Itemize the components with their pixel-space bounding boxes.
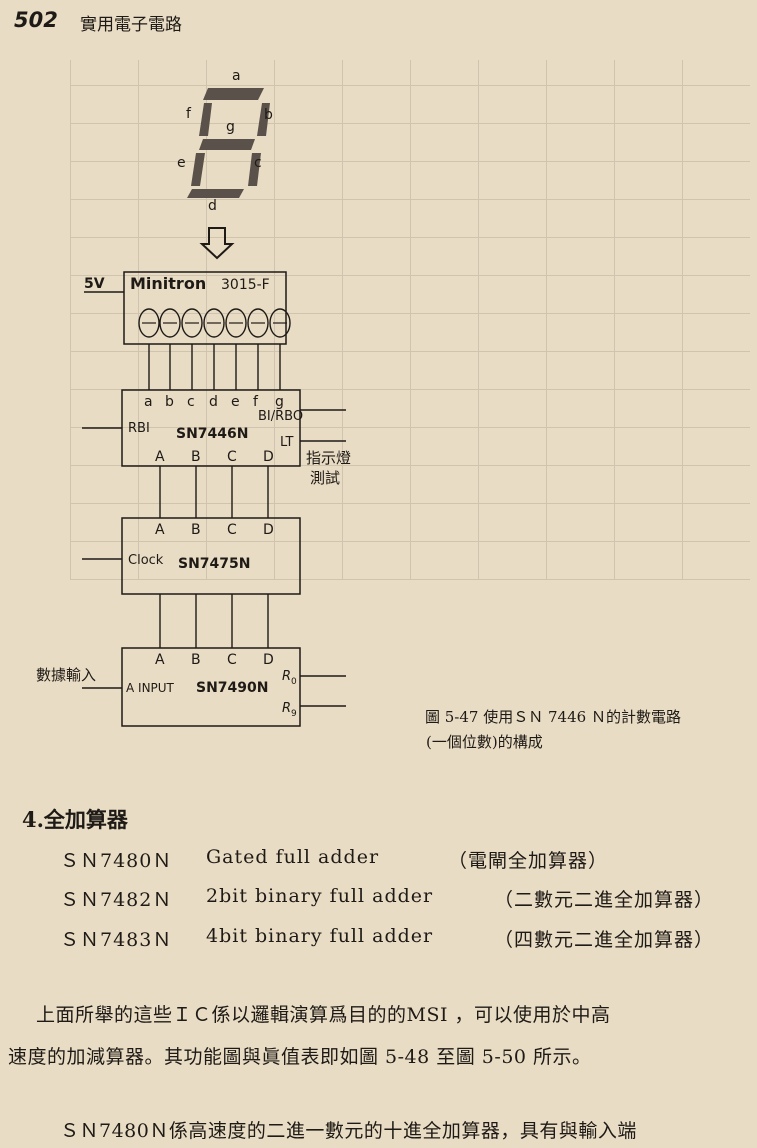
decoder-pin-c: c (187, 394, 195, 410)
running-title: 實用電子電路 (80, 15, 182, 35)
decoder-input-B: B (191, 449, 201, 465)
item-2-cn: （二數元二進全加算器） (494, 889, 715, 911)
item-1-part: ＳＮ7480Ｎ (60, 850, 173, 872)
latch-clock: Clock (128, 553, 164, 568)
decoder-input-D: D (263, 449, 274, 465)
display-oval-4 (203, 308, 225, 338)
counter-output-B: B (191, 652, 201, 668)
display-digit-ovals (138, 308, 291, 338)
data-in-label: 數據輸入 (36, 666, 96, 684)
decoder-pin-d: d (209, 394, 218, 410)
display-brand: Minitron (130, 274, 206, 293)
counter-r9: R (282, 701, 291, 716)
display-oval-6 (247, 308, 269, 338)
body-p1-line1: 上面所舉的這些ＩＣ係以邏輯演算爲目的的MSI ，可以使用於中高 (36, 1004, 611, 1026)
latch-input-B: B (191, 522, 201, 538)
display-oval-5 (225, 308, 247, 338)
display-oval-2 (159, 308, 181, 338)
latch-input-A: A (155, 522, 165, 538)
seg-label-d: d (208, 198, 217, 214)
latch-name: SN7475N (178, 556, 250, 572)
item-2-desc: 2bit binary full adder (206, 885, 434, 907)
segment-f (199, 103, 212, 136)
figure-caption-2: (一個位數)的構成 (426, 733, 543, 751)
counter-r9-sub: 9 (291, 709, 297, 719)
seg-label-f: f (186, 106, 192, 122)
body-p2-line1: ＳＮ7480Ｎ係高速度的二進一數元的十進全加算器，具有與輸入端 (60, 1120, 637, 1142)
counter-r0-sub: 0 (291, 677, 297, 687)
lt-note-1: 指示燈 (306, 449, 351, 467)
display-oval-7 (269, 308, 291, 338)
display-oval-1 (138, 308, 160, 338)
decoder-rbi: RBI (128, 421, 150, 436)
decoder-bi-rbo: BI/RBO (258, 409, 303, 424)
decoder-input-A: A (155, 449, 165, 465)
decoder-pin-e: e (231, 394, 240, 410)
segment-g (199, 139, 255, 150)
seg-label-e: e (177, 155, 186, 171)
decoder-input-C: C (227, 449, 237, 465)
latch-input-C: C (227, 522, 237, 538)
segment-b (257, 103, 270, 136)
counter-chip (121, 647, 301, 727)
item-1-desc: Gated full adder (206, 846, 380, 868)
page-number: 502 (14, 8, 58, 32)
decoder-pin-f: f (253, 394, 259, 410)
counter-name: SN7490N (196, 680, 268, 696)
seg-label-b: b (264, 107, 273, 123)
display-oval-3 (181, 308, 203, 338)
decoder-name: SN7446N (176, 426, 248, 442)
body-p1-line2: 速度的加減算器。其功能圖與眞值表即如圖 5-48 至圖 5-50 所示。 (8, 1046, 592, 1068)
seg-label-g: g (226, 119, 235, 135)
item-2-part: ＳＮ7482Ｎ (60, 889, 173, 911)
down-arrow-icon (199, 227, 235, 260)
seg-label-a: a (232, 68, 241, 84)
segment-a (203, 88, 264, 100)
counter-r0: R (282, 669, 291, 684)
lt-note-2: 測試 (310, 469, 340, 487)
bleed-through-table (70, 60, 750, 580)
decoder-pin-b: b (165, 394, 174, 410)
segment-d (187, 189, 244, 198)
segment-c (248, 153, 261, 186)
counter-input-label: A INPUT (126, 681, 175, 695)
counter-output-C: C (227, 652, 237, 668)
item-3-desc: 4bit binary full adder (206, 925, 434, 947)
item-3-part: ＳＮ7483Ｎ (60, 929, 173, 951)
display-package (123, 271, 287, 345)
section-heading: 4.全加算器 (22, 807, 128, 832)
latch-chip (121, 517, 301, 595)
supply-label: 5V (84, 276, 105, 292)
decoder-pin-g: g (275, 394, 284, 410)
item-3-cn: （四數元二進全加算器） (494, 929, 715, 951)
display-model: 3015-F (221, 277, 270, 293)
counter-output-D: D (263, 652, 274, 668)
figure-caption-1: 圖 5-47 使用ＳＮ 7446 Ｎ的計數電路 (425, 708, 681, 726)
segment-e (191, 153, 205, 186)
decoder-lt: LT (280, 435, 293, 450)
seven-segment-display (187, 88, 270, 198)
item-1-cn: （電閘全加算器） (448, 850, 609, 872)
seg-label-c: c (254, 155, 262, 171)
decoder-pin-a: a (144, 394, 153, 410)
counter-output-A: A (155, 652, 165, 668)
latch-input-D: D (263, 522, 274, 538)
